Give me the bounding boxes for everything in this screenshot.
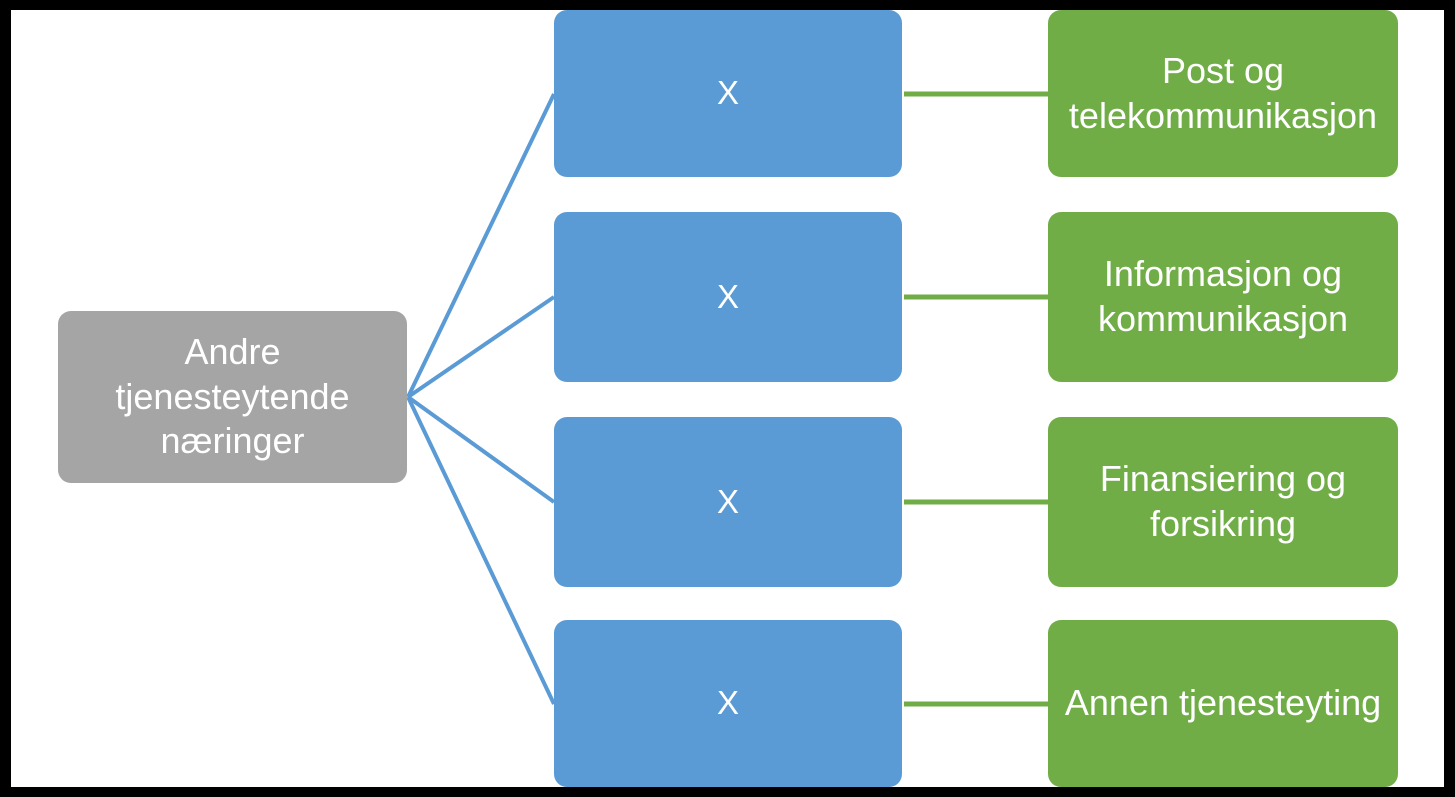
- node-middle-4[interactable]: X: [554, 620, 902, 787]
- node-leaf-post-og-telekommunikasjon[interactable]: Post og telekommunikasjon: [1048, 10, 1398, 177]
- diagram-canvas: Andre tjenesteytende næringer X X X X Po…: [11, 10, 1444, 787]
- node-root-andre-tjenesteytende-naeringer[interactable]: Andre tjenesteytende næringer: [58, 311, 407, 483]
- connector-root-to-middle-3: [406, 395, 556, 504]
- node-leaf-annen-tjenesteyting[interactable]: Annen tjenesteyting: [1048, 620, 1398, 787]
- node-leaf-informasjon-og-kommunikasjon[interactable]: Informasjon og kommunikasjon: [1048, 212, 1398, 382]
- node-middle-1[interactable]: X: [554, 10, 902, 177]
- connector-root-to-middle-2: [406, 295, 556, 399]
- connector-root-to-middle-4: [406, 396, 556, 705]
- node-middle-3[interactable]: X: [554, 417, 902, 587]
- connector-root-to-middle-1: [406, 93, 556, 398]
- node-leaf-finansiering-og-forsikring[interactable]: Finansiering og forsikring: [1048, 417, 1398, 587]
- node-middle-2[interactable]: X: [554, 212, 902, 382]
